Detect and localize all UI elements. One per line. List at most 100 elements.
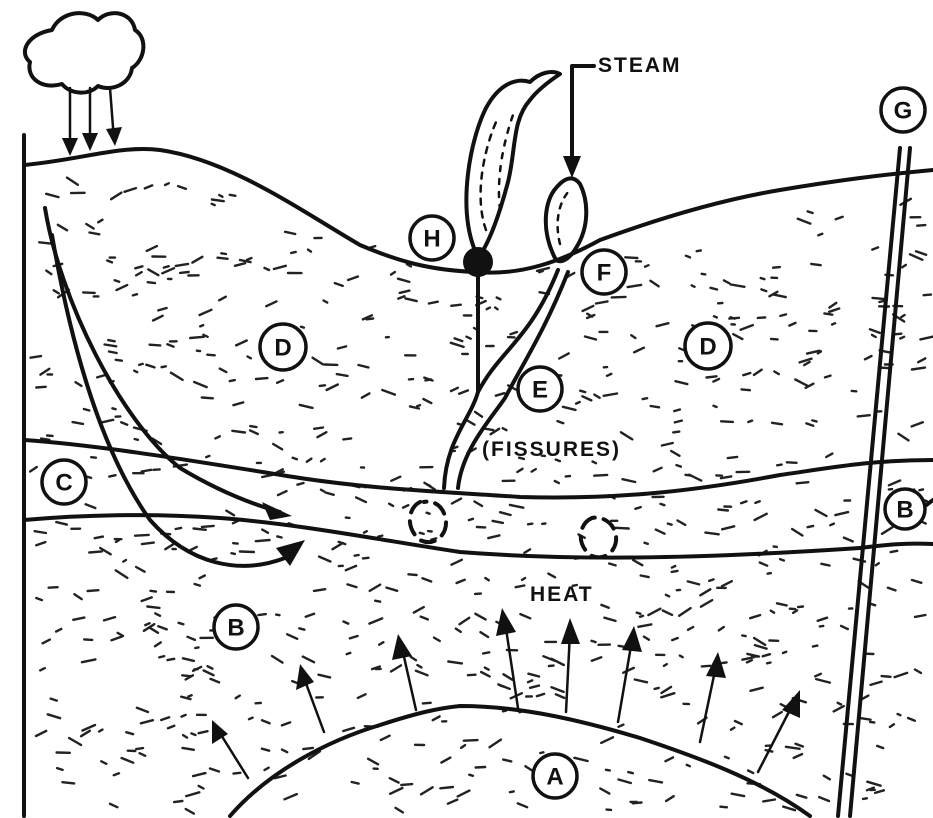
texture-speck bbox=[497, 298, 501, 300]
fissures-label: (FISSURES) bbox=[482, 438, 621, 461]
texture-speck bbox=[485, 429, 493, 430]
texture-speck bbox=[576, 402, 580, 404]
texture-speck bbox=[142, 543, 154, 545]
texture-speck bbox=[728, 457, 737, 458]
texture-speck bbox=[202, 526, 214, 527]
label-h-text: H bbox=[423, 226, 440, 253]
texture-speck bbox=[808, 211, 813, 213]
geyser-vent bbox=[463, 247, 493, 277]
texture-speck bbox=[427, 513, 430, 514]
texture-speck bbox=[483, 652, 489, 653]
texture-speck bbox=[297, 483, 303, 485]
texture-speck bbox=[891, 551, 898, 552]
texture-speck bbox=[134, 371, 137, 373]
texture-speck bbox=[777, 465, 782, 466]
texture-speck bbox=[469, 775, 473, 776]
texture-speck bbox=[112, 408, 115, 409]
texture-speck bbox=[440, 787, 453, 788]
texture-speck bbox=[628, 772, 633, 773]
texture-speck bbox=[539, 271, 542, 272]
label-b-right-text: B bbox=[896, 497, 913, 524]
texture-speck bbox=[811, 264, 821, 265]
texture-speck bbox=[195, 584, 200, 586]
texture-speck bbox=[95, 537, 103, 539]
texture-speck bbox=[876, 563, 879, 565]
texture-speck bbox=[664, 664, 667, 666]
label-a: A bbox=[533, 754, 577, 798]
steam-label: STEAM bbox=[598, 54, 682, 77]
texture-speck bbox=[871, 604, 876, 606]
texture-speck bbox=[714, 406, 717, 407]
texture-speck bbox=[516, 586, 525, 588]
texture-speck bbox=[661, 504, 665, 505]
texture-speck bbox=[423, 703, 431, 704]
texture-speck bbox=[148, 282, 155, 283]
label-d-left-text: D bbox=[274, 335, 291, 362]
texture-speck bbox=[640, 616, 643, 617]
texture-speck bbox=[221, 253, 226, 254]
texture-speck bbox=[783, 652, 786, 653]
texture-speck bbox=[378, 536, 382, 537]
texture-speck bbox=[258, 614, 265, 615]
texture-speck bbox=[522, 578, 525, 580]
texture-speck bbox=[540, 752, 543, 753]
texture-speck bbox=[830, 524, 834, 526]
texture-speck bbox=[168, 659, 175, 660]
texture-speck bbox=[761, 278, 765, 279]
texture-speck bbox=[115, 280, 120, 282]
texture-speck bbox=[164, 266, 169, 267]
texture-speck bbox=[230, 380, 235, 381]
texture-speck bbox=[825, 376, 831, 378]
texture-speck bbox=[495, 308, 498, 310]
texture-speck bbox=[873, 298, 884, 299]
label-a-text: A bbox=[546, 764, 563, 791]
texture-speck bbox=[417, 405, 420, 406]
texture-speck bbox=[116, 540, 119, 542]
texture-speck bbox=[109, 352, 117, 354]
texture-speck bbox=[612, 297, 626, 298]
texture-speck bbox=[191, 733, 195, 735]
texture-speck bbox=[528, 524, 532, 525]
texture-speck bbox=[401, 784, 412, 785]
texture-speck bbox=[797, 482, 809, 483]
texture-speck bbox=[680, 656, 683, 658]
texture-speck bbox=[299, 628, 304, 629]
texture-speck bbox=[702, 666, 711, 667]
texture-speck bbox=[232, 431, 245, 433]
texture-speck bbox=[234, 773, 241, 774]
texture-speck bbox=[321, 490, 324, 492]
texture-speck bbox=[709, 579, 713, 581]
texture-speck bbox=[280, 472, 284, 473]
texture-speck bbox=[637, 613, 641, 614]
texture-speck bbox=[651, 406, 659, 407]
texture-speck bbox=[420, 533, 424, 534]
texture-speck bbox=[248, 357, 251, 359]
texture-speck bbox=[832, 323, 835, 324]
texture-speck bbox=[702, 274, 706, 275]
texture-speck bbox=[707, 376, 717, 377]
texture-speck bbox=[57, 768, 63, 770]
label-g-text: G bbox=[894, 98, 913, 125]
texture-speck bbox=[510, 791, 514, 792]
texture-speck bbox=[643, 398, 647, 399]
texture-speck bbox=[858, 415, 870, 416]
texture-speck bbox=[207, 355, 214, 356]
texture-speck bbox=[767, 663, 770, 664]
texture-speck bbox=[625, 257, 637, 258]
texture-speck bbox=[276, 615, 279, 616]
texture-speck bbox=[755, 501, 759, 503]
texture-speck bbox=[84, 639, 92, 640]
texture-speck bbox=[212, 200, 224, 202]
texture-speck bbox=[352, 782, 359, 784]
texture-speck bbox=[182, 715, 186, 717]
texture-speck bbox=[136, 748, 143, 749]
texture-speck bbox=[711, 288, 718, 290]
texture-speck bbox=[528, 680, 532, 682]
texture-speck bbox=[731, 317, 735, 318]
texture-speck bbox=[293, 458, 297, 460]
label-c-text: C bbox=[55, 470, 72, 497]
label-f: F bbox=[582, 250, 626, 294]
texture-speck bbox=[147, 607, 159, 608]
texture-speck bbox=[668, 524, 672, 525]
texture-speck bbox=[824, 313, 832, 314]
